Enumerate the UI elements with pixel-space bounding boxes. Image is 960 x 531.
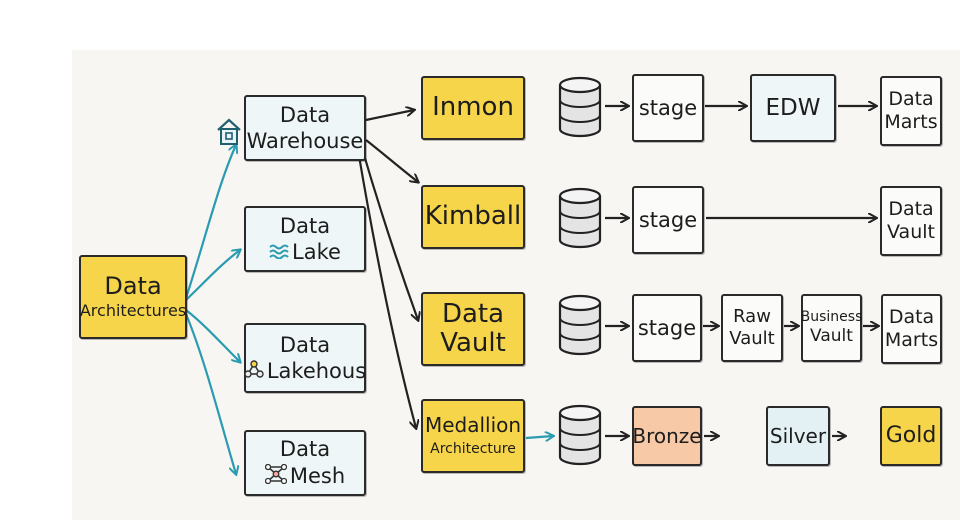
network-icon xyxy=(244,359,264,382)
kimball-data-vault-node[interactable]: Data Vault xyxy=(880,186,942,256)
medallion-line1: Medallion xyxy=(424,413,522,438)
inmon-stage-node[interactable]: stage xyxy=(632,74,704,142)
business-vault-line1: Business xyxy=(800,309,863,326)
kimball-vault-line2: Vault xyxy=(887,220,935,243)
data-vault-node[interactable]: Data Vault xyxy=(421,292,525,366)
arrow-warehouse-to-inmon xyxy=(365,110,414,122)
lake-line2: Lake xyxy=(292,239,341,264)
root-line1: Data xyxy=(104,272,162,300)
arrow-warehouse-to-medallion xyxy=(356,149,416,428)
kimball-stage-label: stage xyxy=(638,207,698,232)
inmon-data-marts-node[interactable]: Data Marts xyxy=(880,76,942,146)
datavault-line2: Vault xyxy=(440,328,506,358)
kimball-vault-line1: Data xyxy=(888,197,934,220)
database-cylinder-icon xyxy=(558,187,602,249)
medallion-line2: Architecture xyxy=(430,441,516,458)
raw-vault-line2: Vault xyxy=(729,327,775,349)
business-vault-line2: Vault xyxy=(810,325,853,346)
datavault-data-marts-node[interactable]: Data Marts xyxy=(881,294,942,364)
gold-label: Gold xyxy=(885,423,937,449)
datavault-line1: Data xyxy=(441,298,505,329)
inmon-stage-label: stage xyxy=(638,95,698,120)
arrow-warehouse-to-datavault xyxy=(360,147,418,320)
data-lakehouse-node[interactable]: Data Lakehous xyxy=(244,323,366,393)
arrow-root-to-lakehouse xyxy=(185,309,240,362)
warehouse-line1: Data xyxy=(279,103,331,128)
inmon-node[interactable]: Inmon xyxy=(421,76,525,140)
datavault-stage-label: stage xyxy=(637,315,697,340)
raw-vault-node[interactable]: Raw Vault xyxy=(721,294,783,362)
data-mesh-node[interactable]: Data Mesh xyxy=(244,430,366,496)
gold-node[interactable]: Gold xyxy=(880,406,942,466)
waves-icon xyxy=(269,241,289,263)
business-vault-node[interactable]: Business Vault xyxy=(801,294,862,362)
kimball-node[interactable]: Kimball xyxy=(421,185,525,249)
data-lake-node[interactable]: Data Lake xyxy=(244,206,366,272)
bronze-node[interactable]: Bronze xyxy=(632,406,702,466)
silver-label: Silver xyxy=(769,423,827,448)
database-cylinder-icon xyxy=(558,76,602,138)
database-cylinder-icon xyxy=(558,404,602,466)
arrow-root-to-lake xyxy=(185,250,240,301)
raw-vault-line1: Raw xyxy=(733,305,771,327)
database-cylinder-icon xyxy=(558,294,602,356)
root-line2: Architectures xyxy=(79,301,187,321)
edw-label: EDW xyxy=(765,94,821,121)
kimball-stage-node[interactable]: stage xyxy=(632,186,704,254)
inmon-marts-line1: Data xyxy=(888,87,934,110)
arrow-root-to-warehouse xyxy=(184,145,236,299)
lakehouse-line1: Data xyxy=(279,333,331,358)
edw-node[interactable]: EDW xyxy=(750,74,836,142)
mesh-icon xyxy=(264,463,287,488)
mesh-line1: Data xyxy=(279,437,331,462)
inmon-marts-line2: Marts xyxy=(884,110,938,133)
arrow-medallion-to-database xyxy=(525,436,553,438)
arrow-warehouse-to-kimball xyxy=(365,139,418,182)
mesh-line2: Mesh xyxy=(289,463,346,488)
data-warehouse-node[interactable]: Data Warehouse xyxy=(244,95,366,161)
dv-marts-line2: Marts xyxy=(884,328,939,351)
inmon-label: Inmon xyxy=(432,92,514,123)
house-icon xyxy=(216,118,242,150)
data-architectures-node[interactable]: Data Architectures xyxy=(79,255,187,339)
silver-node[interactable]: Silver xyxy=(766,406,830,466)
arrow-root-to-mesh xyxy=(184,313,236,474)
datavault-stage-node[interactable]: stage xyxy=(632,294,702,362)
medallion-architecture-node[interactable]: Medallion Architecture xyxy=(421,399,525,473)
lake-line1: Data xyxy=(279,214,331,239)
bronze-label: Bronze xyxy=(632,423,702,448)
dv-marts-line1: Data xyxy=(888,305,935,328)
kimball-label: Kimball xyxy=(424,201,522,232)
lakehouse-line2: Lakehous xyxy=(266,358,367,383)
warehouse-line2: Warehouse xyxy=(246,128,364,153)
